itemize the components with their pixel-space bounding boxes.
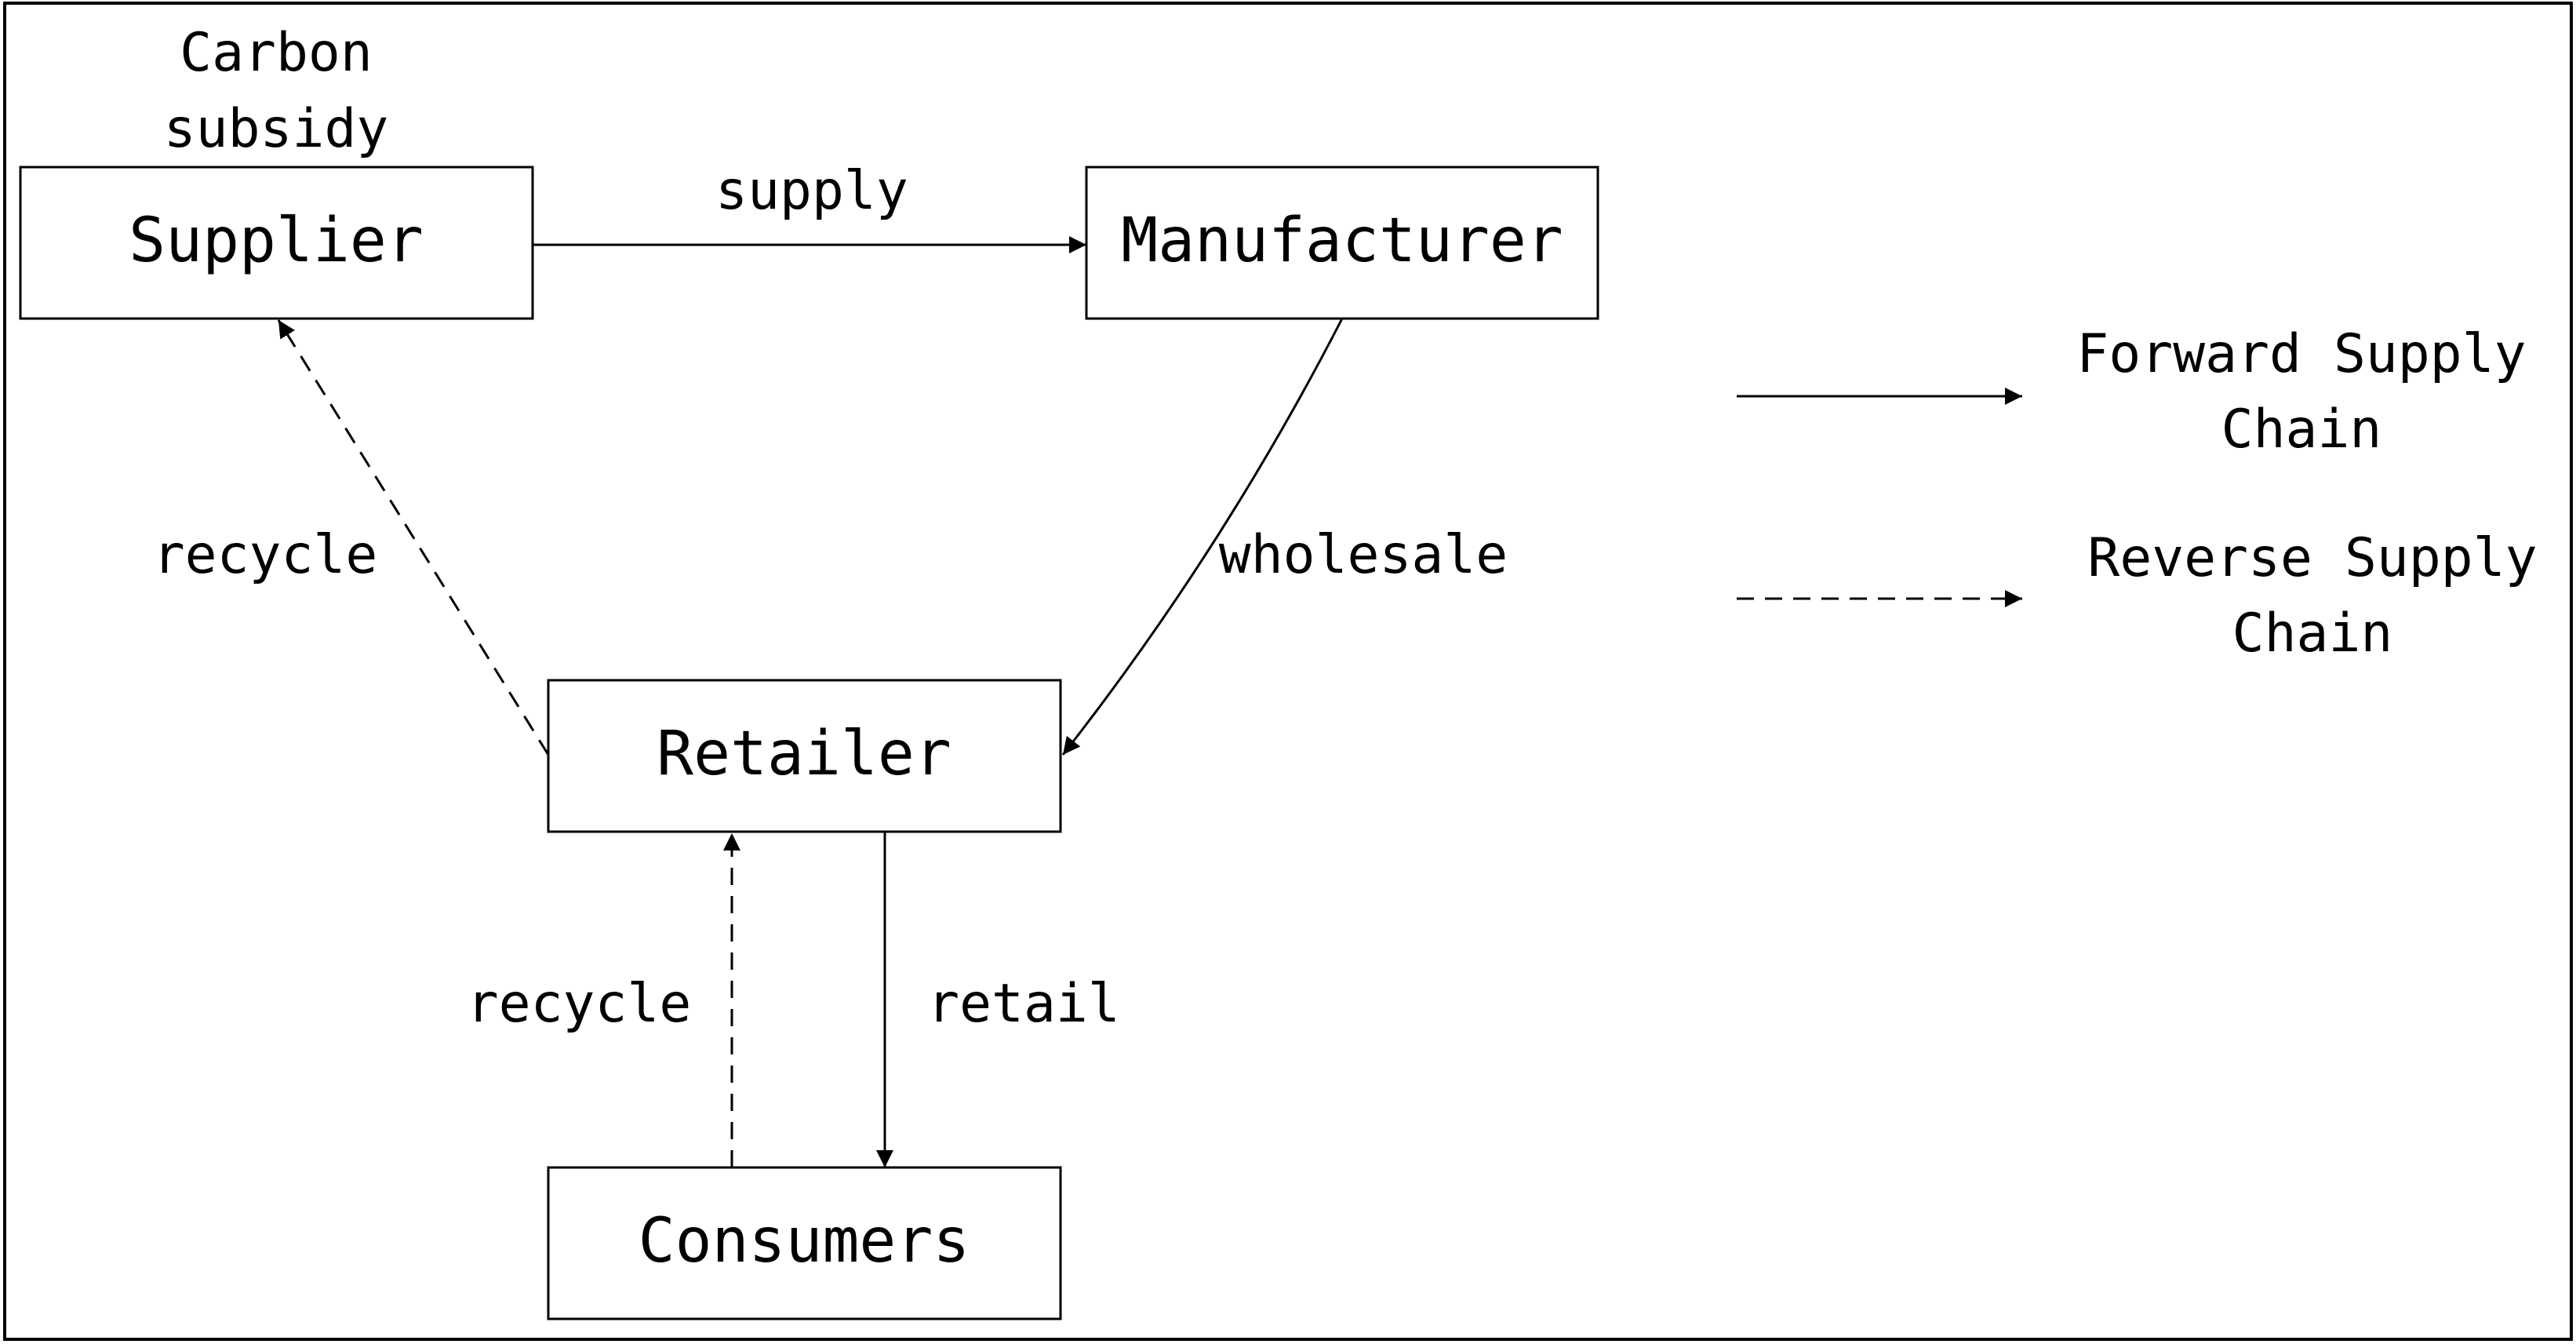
retailer-node: Retailer	[547, 679, 1062, 833]
legend-forward-label-line2: Chain	[2221, 399, 2382, 461]
consumers-label: Consumers	[639, 1206, 970, 1277]
wholesale-arrow	[1061, 318, 1344, 756]
manufacturer-label: Manufacturer	[1121, 206, 1563, 276]
recycle-consumers-to-retailer-label: recycle	[467, 973, 692, 1035]
legend-forward-label-line1: Forward Supply	[2076, 323, 2526, 385]
manufacturer-node: Manufacturer	[1085, 166, 1599, 320]
consumers-box	[547, 1166, 1062, 1320]
retail-label: retail	[927, 973, 1120, 1035]
supplier-box	[19, 166, 534, 320]
retailer-box	[547, 679, 1062, 833]
recycle-retailer-to-supplier-label: recycle	[153, 524, 378, 586]
retailer-label: Retailer	[657, 719, 951, 789]
legend-reverse-label-line1: Reverse Supply	[2087, 527, 2537, 589]
diagram-border	[3, 2, 2573, 1341]
legend: Forward Supply Chain Reverse Supply Chai…	[1737, 323, 2538, 665]
wholesale-label: wholesale	[1219, 524, 1508, 586]
consumers-node: Consumers	[547, 1166, 1062, 1320]
manufacturer-box	[1085, 166, 1599, 320]
supplier-label: Supplier	[129, 206, 424, 276]
legend-reverse-label-line2: Chain	[2232, 603, 2393, 665]
supplier-node: Supplier	[19, 166, 534, 320]
supply-label: supply	[715, 160, 908, 222]
carbon-subsidy-label-line2: subsidy	[164, 98, 389, 160]
recycle-retailer-to-supplier-arrow	[277, 319, 550, 756]
carbon-subsidy-label-line1: Carbon	[180, 22, 373, 84]
